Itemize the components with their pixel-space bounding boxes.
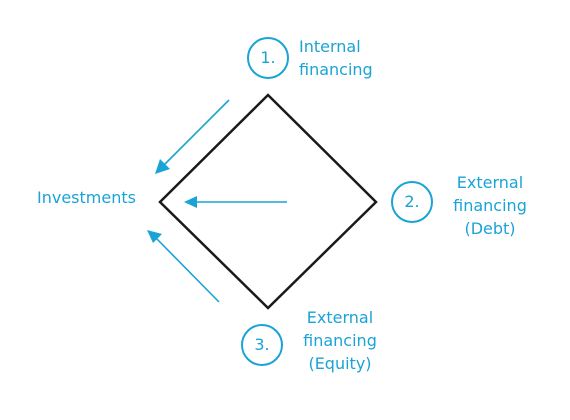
arrow-from-external-debt (184, 196, 287, 208)
source-1-number: 1. (260, 48, 276, 67)
number-circle-1 (247, 37, 289, 79)
source-2-label: External financing (Debt) (440, 171, 540, 240)
source-3-line-3: (Equity) (308, 354, 372, 373)
source-3-line-1: External (306, 308, 374, 327)
source-1-label: Internal financing (299, 35, 373, 81)
number-circle-3 (241, 324, 283, 366)
source-3-line-2: financing (303, 331, 377, 350)
arrow-from-internal-financing (155, 99, 230, 174)
arrow-from-external-equity (147, 230, 220, 303)
source-1-line-1: Internal (299, 37, 361, 56)
source-2-number: 2. (404, 192, 420, 211)
source-2-line-2: financing (453, 196, 527, 215)
center-diamond (158, 93, 378, 310)
source-3-label: External financing (Equity) (290, 306, 390, 375)
investments-label: Investments (37, 188, 136, 207)
number-circle-2 (391, 181, 433, 223)
source-3-number: 3. (254, 335, 270, 354)
source-2-line-3: (Debt) (464, 219, 516, 238)
source-1-line-2: financing (299, 60, 373, 79)
source-2-line-1: External (456, 173, 524, 192)
